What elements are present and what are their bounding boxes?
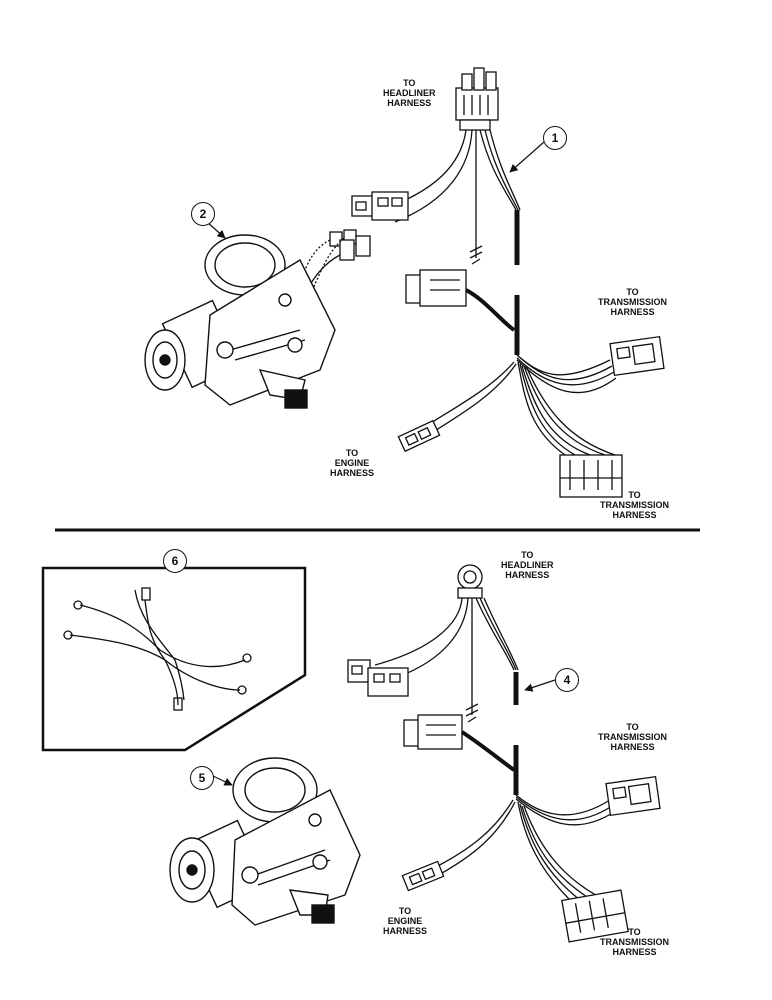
transmission-connector-2-bottom	[561, 889, 629, 943]
motor-plug-top	[329, 229, 371, 261]
callout-4: 4	[555, 668, 579, 692]
callout-2: 2	[191, 202, 215, 226]
callout-6: 6	[163, 549, 187, 573]
headliner-connector-top	[455, 67, 499, 131]
transmission-connector-2-top	[559, 454, 623, 498]
callout-5: 5	[190, 766, 214, 790]
transmission-connector-1-bottom	[605, 775, 661, 817]
connector-pair-bottom	[347, 659, 409, 697]
top-harness	[297, 67, 665, 498]
wiper-motor-top	[144, 234, 336, 409]
transmission-connector-1-top	[609, 335, 665, 377]
engine-connector-bottom	[401, 860, 445, 892]
left-connector-mid-top	[405, 269, 467, 307]
wiper-motor-bottom	[169, 757, 361, 926]
headliner-connector-bottom	[457, 564, 483, 599]
engine-connector-top	[397, 419, 441, 453]
inset-harness-box	[41, 566, 307, 752]
callout-1: 1	[543, 126, 567, 150]
bottom-harness	[347, 564, 661, 943]
left-connector-mid-bottom	[403, 714, 463, 750]
connector-pair-top	[351, 191, 409, 221]
